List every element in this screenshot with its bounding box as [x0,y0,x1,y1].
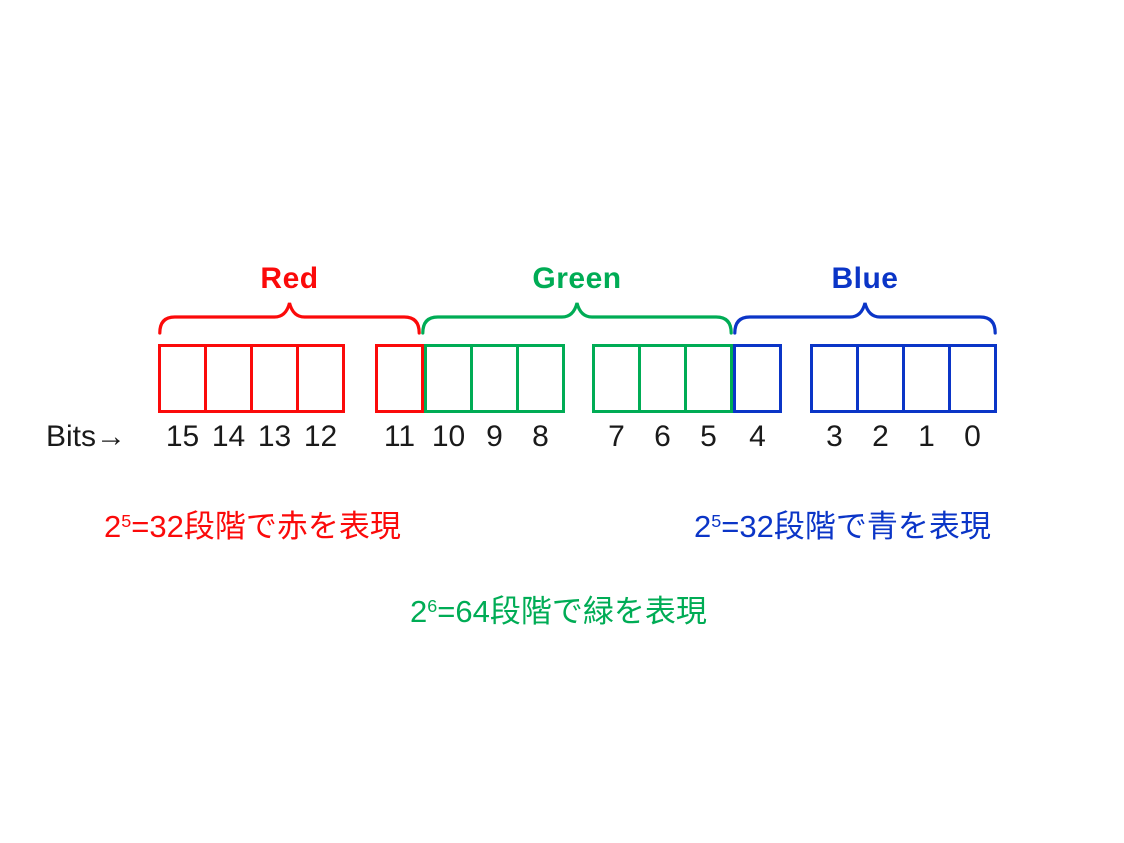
bit-box [470,344,519,413]
bit-cell: 2 [856,344,905,454]
bit-number: 11 [383,420,416,453]
bit-box [204,344,253,413]
bit-box [424,344,473,413]
bit-box [948,344,997,413]
bit-cell: 8 [516,344,565,454]
bit-box [375,344,424,413]
bit-cell: 4 [733,344,782,454]
bit-cell: 12 [296,344,345,454]
bit-number: 2 [872,420,889,453]
bit-box [250,344,299,413]
blue-note-base: 2 [694,509,712,544]
bit-box [638,344,687,413]
green-note-base: 2 [410,594,428,629]
bit-number: 1 [918,420,935,453]
bit-number: 6 [654,420,671,453]
bit-cell: 9 [470,344,519,454]
red-channel-label: Red [260,262,319,295]
bit-cell: 14 [204,344,253,454]
green-note-text: =64段階で緑を表現 [437,594,707,629]
bit-number: 9 [486,420,503,453]
blue-note-exponent: 5 [711,511,722,532]
bit-number: 3 [826,420,843,453]
bit-number: 10 [431,420,466,453]
bit-number: 5 [700,420,717,453]
blue-note-text: =32段階で青を表現 [721,509,991,544]
bit-box [856,344,905,413]
bits-axis-label: Bits→ [46,420,127,453]
bit-number: 4 [749,420,766,453]
bit-cell: 7 [592,344,641,454]
blue-brace-icon [733,302,997,335]
bit-number: 13 [257,420,292,453]
bit-box [516,344,565,413]
bit-number: 12 [303,420,338,453]
bit-box [684,344,733,413]
red-depth-note: 25=32段階で赤を表現 [104,501,401,546]
red-brace-icon [158,302,421,335]
blue-channel-label: Blue [831,262,899,295]
bit-number: 15 [165,420,200,453]
blue-depth-note: 25=32段階で青を表現 [694,501,991,546]
bit-cell: 11 [375,344,424,454]
red-note-exponent: 5 [121,511,132,532]
green-note-exponent: 6 [427,596,438,617]
bit-cell: 1 [902,344,951,454]
bit-cell: 0 [948,344,997,454]
green-depth-note: 26=64段階で緑を表現 [410,586,707,631]
bit-cell: 5 [684,344,733,454]
bit-box [296,344,345,413]
bit-box [592,344,641,413]
green-brace-icon [421,302,733,335]
bit-cell: 13 [250,344,299,454]
bit-box [810,344,859,413]
bit-cell: 6 [638,344,687,454]
bit-cell: 3 [810,344,859,454]
bit-cell: 10 [424,344,473,454]
bit-box [733,344,782,413]
red-note-text: =32段階で赤を表現 [131,509,401,544]
bit-box [158,344,207,413]
bit-group-red: 15 14 13 12 [158,344,345,454]
bit-number: 8 [532,420,549,453]
bit-box [902,344,951,413]
bit-number: 14 [211,420,246,453]
bit-cell: 15 [158,344,207,454]
red-note-base: 2 [104,509,122,544]
bit-number: 7 [608,420,625,453]
bit-number: 0 [964,420,981,453]
green-channel-label: Green [532,262,622,295]
